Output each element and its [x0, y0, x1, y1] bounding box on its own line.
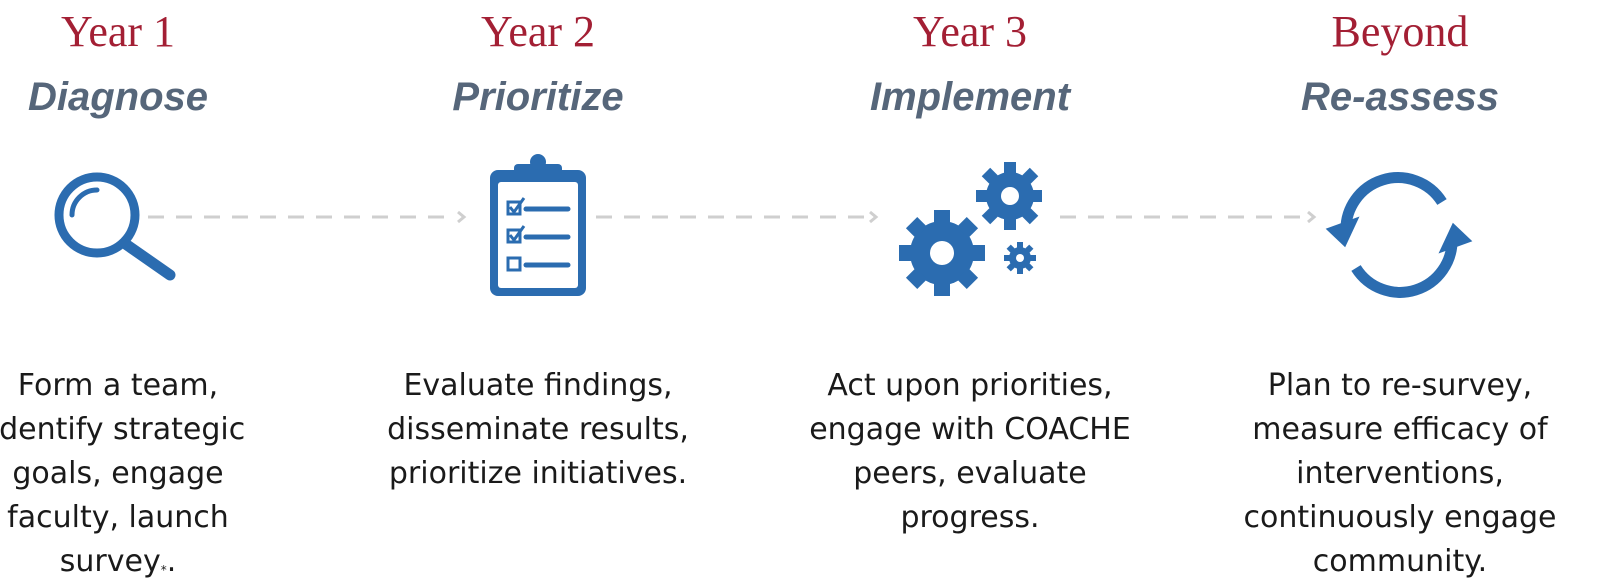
step-year-label: Year 3 [912, 7, 1028, 56]
connector-arrow-2 [596, 207, 884, 227]
refresh-cycle-icon [1324, 160, 1474, 310]
connector-arrow-3 [1060, 207, 1322, 227]
step-description: Form a team, identify strategic goals, e… [0, 368, 246, 579]
step-phase-title: Diagnose [27, 75, 209, 119]
connector-arrow-1 [148, 207, 472, 227]
step-year-label: Beyond [1331, 7, 1469, 56]
step-year-label: Year 2 [480, 7, 596, 56]
clipboard-checklist-icon [464, 152, 614, 302]
step-description: Act upon priorities, engage with COACHE … [809, 368, 1131, 535]
step-description: Plan to re-survey, measure efficacy of i… [1243, 368, 1557, 579]
step-year-3: Year 3 Implement Act upon priorities, en… [790, 0, 1150, 583]
step-phase-title: Prioritize [452, 75, 624, 119]
step-year-label: Year 1 [60, 7, 176, 56]
gears-icon [892, 158, 1042, 308]
magnifier-icon [42, 160, 192, 310]
footnote-mark: * [160, 563, 167, 577]
step-description: Evaluate findings, disseminate results, … [387, 368, 689, 491]
step-beyond: Beyond Re-assess Plan to re-survey, meas… [1220, 0, 1580, 583]
step-phase-title: Implement [869, 75, 1071, 119]
step-year-1: Year 1 Diagnose Form a team, identify st… [0, 0, 298, 583]
step-year-2: Year 2 Prioritize Evaluate findings, dis… [358, 0, 718, 583]
step-phase-title: Re-assess [1301, 75, 1499, 119]
